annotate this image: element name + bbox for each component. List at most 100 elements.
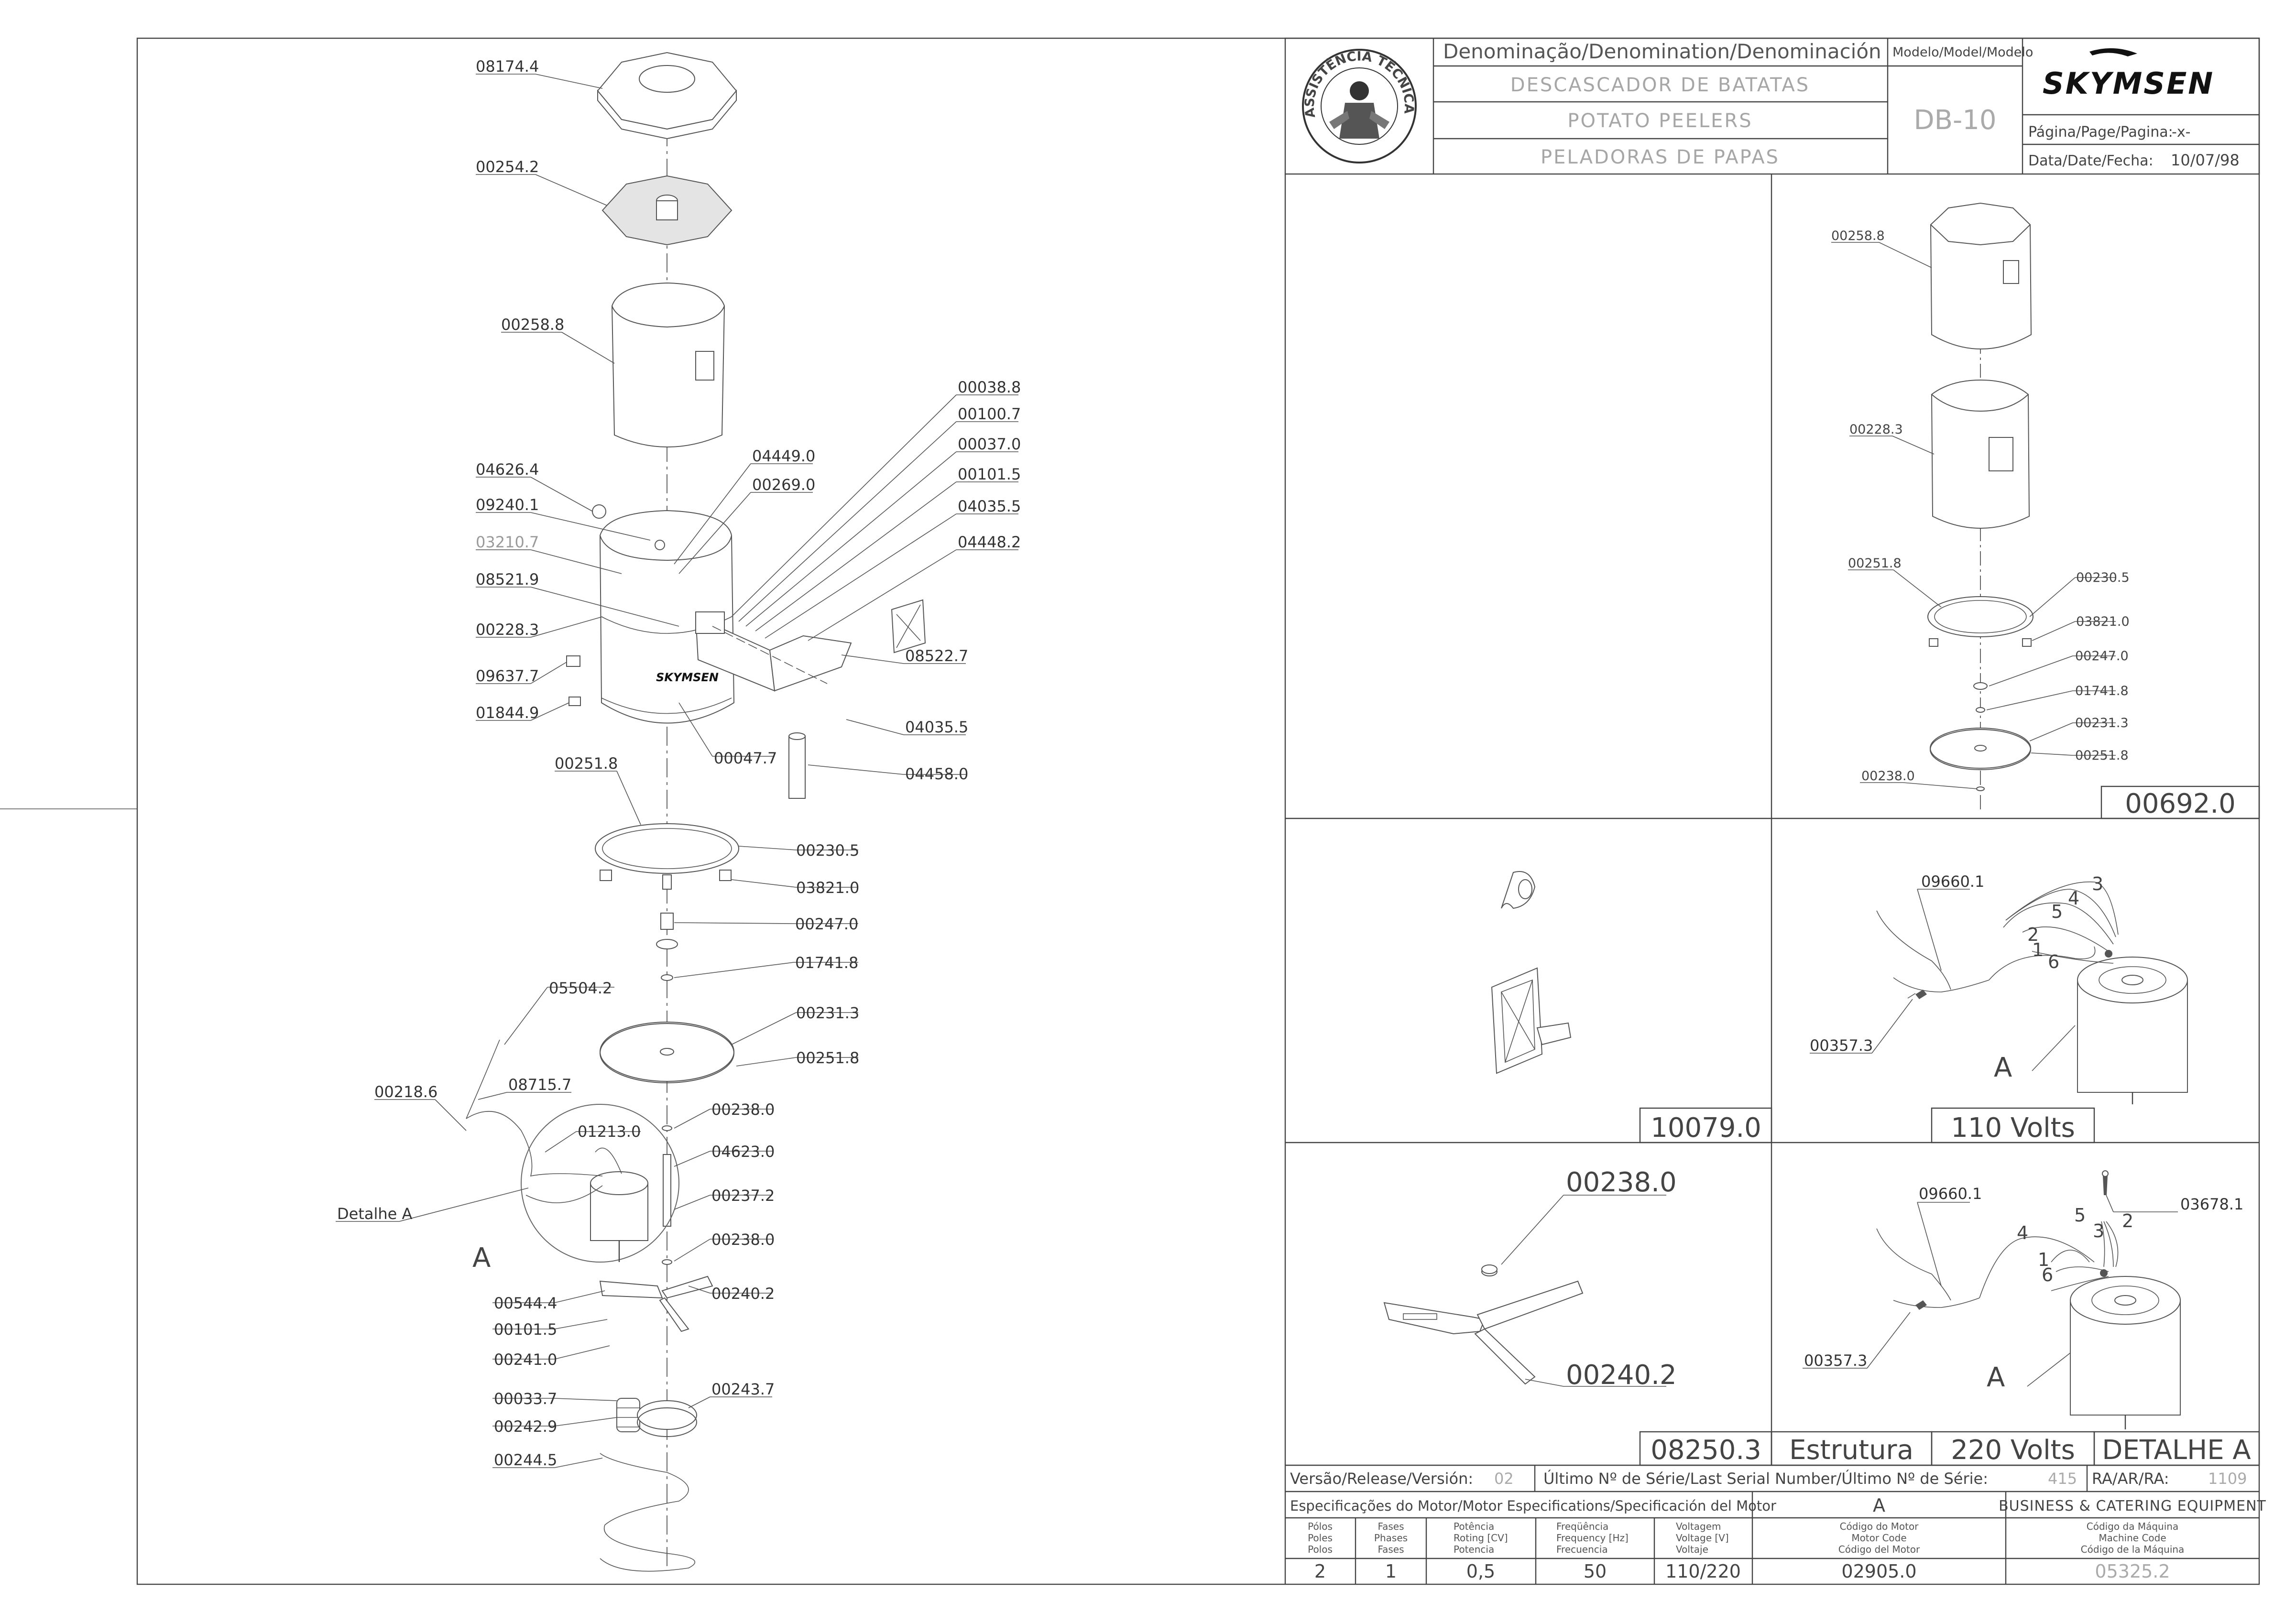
washer-part xyxy=(656,939,678,949)
code-10079: 10079.0 xyxy=(1651,1112,1761,1144)
label-00247-0-b: 00247.0 xyxy=(2075,649,2129,664)
col-machine-code-h1: Código da Máquina xyxy=(2087,1521,2178,1532)
bushing-part xyxy=(660,913,674,930)
motor-letter-110: A xyxy=(1994,1052,2012,1083)
motor-spec-label: Especificações do Motor/Motor Especifica… xyxy=(1290,1498,1776,1514)
caption-110-volts: 110 Volts xyxy=(1951,1112,2075,1144)
assembly-08250: 00238.0 00240.2 08250.3 Estrutura xyxy=(1383,1167,1933,1466)
label-00228-3: 00228.3 xyxy=(476,621,539,639)
motor-letter-footer: A xyxy=(1873,1495,1885,1516)
assembly-00692: 00258.8 00228.3 00251.8 00230.5 03821.0 … xyxy=(1831,202,2260,819)
label-00238-0-d: 00238.0 xyxy=(1566,1167,1677,1198)
body-brand: SKYMSEN xyxy=(656,671,719,684)
wire-number-2: 2 xyxy=(2027,924,2039,945)
ring-part xyxy=(595,823,739,890)
label-detalhe-a: Detalhe A xyxy=(337,1205,413,1223)
col-motor-code-h3: Código del Motor xyxy=(1838,1544,1920,1555)
label-01741-8: 01741.8 xyxy=(795,954,858,972)
label-03821-0: 03821.0 xyxy=(796,879,859,897)
discharge-chute-part xyxy=(695,611,852,692)
label-04458-0: 04458.0 xyxy=(905,765,968,783)
ra-value: 1109 xyxy=(2208,1470,2247,1488)
col-volt-h1: Voltagem xyxy=(1676,1521,1721,1532)
label-04035-5: 04035.5 xyxy=(958,497,1021,515)
label-00238-0: 00238.0 xyxy=(711,1100,775,1119)
col-volt-h2: Voltage [V] xyxy=(1676,1532,1729,1544)
label-09660-1-b: 09660.1 xyxy=(1919,1185,1982,1203)
caption-220-volts: 220 Volts xyxy=(1951,1435,2075,1466)
date-label: Data/Date/Fecha: xyxy=(2028,152,2154,169)
col-motor-code-h2: Motor Code xyxy=(1851,1532,1906,1544)
wire-number-5: 5 xyxy=(2051,901,2063,922)
label-00251-8-d: 00251.8 xyxy=(2075,748,2129,763)
label-00258-8: 00258.8 xyxy=(501,316,564,334)
label-00258-8-b: 00258.8 xyxy=(1831,229,1885,243)
label-08521-9: 08521.9 xyxy=(476,570,539,588)
label-09637-7: 09637.7 xyxy=(476,667,539,685)
label-00230-5: 00230.5 xyxy=(796,841,859,860)
label-04035-5-b: 04035.5 xyxy=(905,718,968,736)
wire-number-6-b: 6 xyxy=(2042,1264,2053,1285)
val-poles: 2 xyxy=(1314,1561,1326,1582)
label-03821-0-b: 03821.0 xyxy=(2076,614,2130,629)
val-voltage: 110/220 xyxy=(1665,1561,1741,1582)
label-05504-2: 05504.2 xyxy=(549,979,612,997)
label-08522-7: 08522.7 xyxy=(905,647,968,665)
small-plate-part xyxy=(566,655,580,667)
code-00692: 00692.0 xyxy=(2125,788,2236,819)
col-freq-h1: Freqüência xyxy=(1556,1521,1608,1532)
wiring-220v: 09660.1 03678.1 00357.3 5 3 2 4 1 6 A 22… xyxy=(1803,1170,2260,1466)
product-name-es: PELADORAS DE PAPAS xyxy=(1541,146,1780,168)
label-01213-0: 01213.0 xyxy=(578,1122,641,1141)
val-motor-code: 02905.0 xyxy=(1841,1561,1916,1582)
col-motor-code-h1: Código do Motor xyxy=(1840,1521,1919,1532)
blade-arm-part xyxy=(599,1275,713,1332)
label-04623-0: 04623.0 xyxy=(711,1143,775,1161)
version-value: 02 xyxy=(1494,1470,1514,1488)
label-00251-8: 00251.8 xyxy=(555,754,618,773)
wire-number-1: 1 xyxy=(2032,939,2044,960)
col-machine-code-h2: Machine Code xyxy=(2099,1532,2166,1544)
small-plate-part-2 xyxy=(569,697,581,706)
cylinder-cover-part xyxy=(611,282,725,447)
label-00244-5: 00244.5 xyxy=(494,1451,557,1469)
version-label: Versão/Release/Versión: xyxy=(1290,1470,1473,1488)
label-00033-7: 00033.7 xyxy=(494,1390,557,1408)
col-volt-h3: Voltaje xyxy=(1676,1544,1708,1555)
label-00254-2: 00254.2 xyxy=(476,158,539,176)
drive-belt-part xyxy=(600,1453,696,1572)
col-poles-h2: Poles xyxy=(1308,1532,1333,1544)
main-pulley-part xyxy=(637,1400,697,1437)
val-power: 0,5 xyxy=(1466,1561,1495,1582)
label-09660-1: 09660.1 xyxy=(1921,872,1984,891)
wiring-110v: 09660.1 00357.3 3 4 5 2 1 6 A 110 Volts xyxy=(1810,872,2188,1144)
motor-detail xyxy=(466,1039,679,1263)
serial-value: 415 xyxy=(2048,1470,2077,1488)
label-00231-3-b: 00231.3 xyxy=(2075,716,2129,730)
col-phases-h1: Fases xyxy=(1378,1521,1404,1532)
label-00237-2: 00237.2 xyxy=(711,1187,775,1205)
col-phases-h2: Phases xyxy=(1374,1532,1408,1544)
skymsen-logo: SKYMSEN xyxy=(2043,48,2213,101)
date-value: 10/07/98 xyxy=(2171,151,2240,169)
label-00240-2-b: 00240.2 xyxy=(1566,1360,1677,1391)
label-04626-4: 04626.4 xyxy=(476,460,539,479)
product-name-pt: DESCASCADOR DE BATATAS xyxy=(1510,74,1810,96)
nut-part-2 xyxy=(662,1259,672,1265)
model-label: Modelo/Model/Modelo xyxy=(1892,45,2033,60)
val-machine-code: 05325.2 xyxy=(2095,1561,2170,1582)
label-03210-7: 03210.7 xyxy=(476,533,539,551)
wire-number-1-b: 1 xyxy=(2038,1249,2049,1270)
label-00357-3: 00357.3 xyxy=(1810,1036,1873,1055)
label-03678-1: 03678.1 xyxy=(2180,1195,2243,1213)
label-00238-0-c: 00238.0 xyxy=(1861,769,1915,784)
tube-part xyxy=(788,732,806,799)
label-00240-2: 00240.2 xyxy=(711,1285,775,1303)
col-power-h3: Potencia xyxy=(1454,1544,1494,1555)
col-freq-h2: Frequency [Hz] xyxy=(1556,1532,1629,1544)
page-label: Página/Page/Pagina: xyxy=(2028,124,2173,141)
label-00238-0-b: 00238.0 xyxy=(711,1231,775,1249)
motor-letter-220: A xyxy=(1987,1362,2005,1393)
col-machine-code-h3: Código de la Máquina xyxy=(2081,1544,2185,1555)
